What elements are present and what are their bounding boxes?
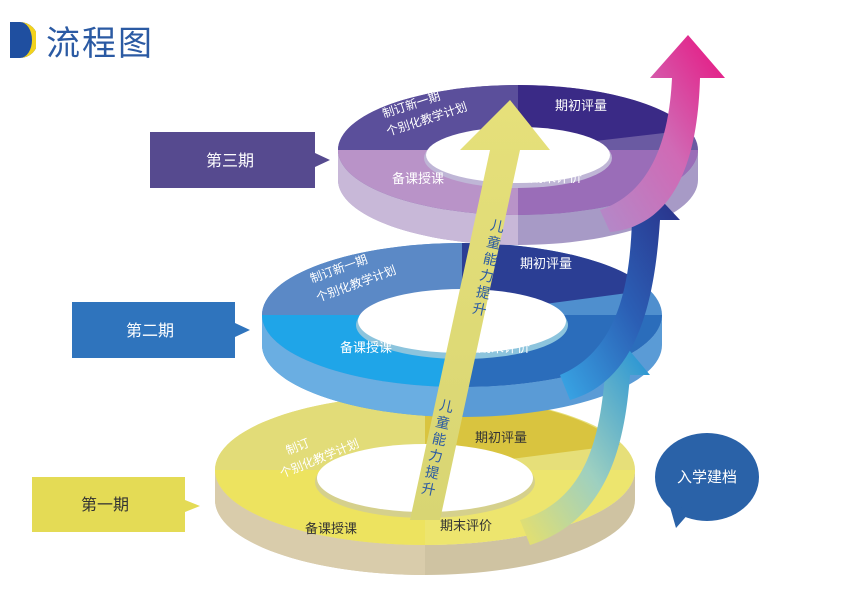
phase-2-assess-end-label: 期末评价	[478, 341, 530, 356]
header: 流程图	[8, 18, 154, 64]
growth-arrow	[400, 100, 550, 520]
rise-arrow-1	[520, 345, 650, 545]
growth-arrow-label: 儿童能力提升	[471, 218, 506, 320]
growth-arrow-label: 儿童能力提升	[420, 398, 455, 500]
growth-label-lower: 儿童能力提升	[420, 398, 455, 500]
rise-arrow-3	[600, 35, 725, 232]
growth-label-upper: 儿童能力提升	[471, 218, 506, 320]
start-bubble-label: 入学建档	[677, 468, 737, 486]
phase-3-assess-end-label: 期末评价	[530, 171, 582, 186]
phase-1-assess-start-label: 期初评量	[475, 431, 527, 446]
phase-3-teach-label: 备课授课	[392, 171, 444, 187]
phase-2-teach-label: 备课授课	[340, 340, 392, 356]
phase-2-tag-label: 第二期	[126, 321, 174, 340]
phase-2-tag: 第二期	[72, 302, 250, 358]
phase-3-tag-label: 第三期	[206, 151, 254, 170]
phase-2-assess-start-label: 期初评量	[520, 257, 572, 272]
phase-1-assess-end-label: 期末评价	[440, 519, 492, 534]
phase-3-tag: 第三期	[150, 132, 330, 188]
phase-1-tag-label: 第一期	[81, 495, 129, 514]
rise-arrow-2	[560, 188, 680, 400]
phase-1-teach-label: 备课授课	[305, 521, 357, 537]
phase-3-assess-start-label: 期初评量	[555, 99, 607, 114]
phase-1-tag: 第一期	[32, 477, 200, 532]
page-title: 流程图	[46, 23, 154, 64]
header-accent-icon	[10, 22, 36, 58]
start-bubble: 入学建档	[655, 433, 759, 528]
